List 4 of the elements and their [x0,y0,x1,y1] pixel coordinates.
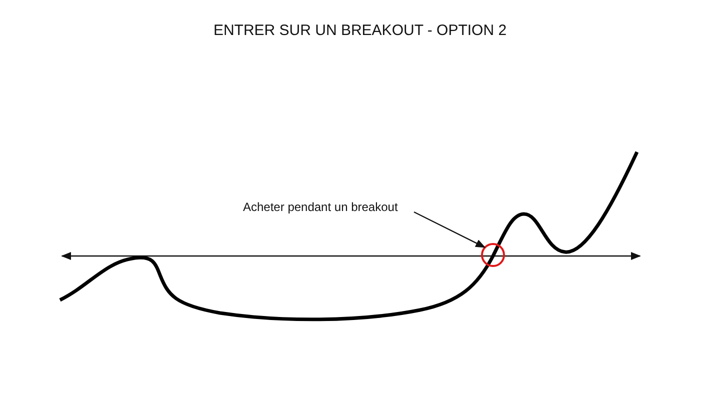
diagram-title: ENTRER SUR UN BREAKOUT - OPTION 2 [212,22,508,39]
highlight-circle [481,243,505,267]
leader-arrow [414,211,486,248]
callout-text: Acheter pendant un breakout [243,200,398,214]
